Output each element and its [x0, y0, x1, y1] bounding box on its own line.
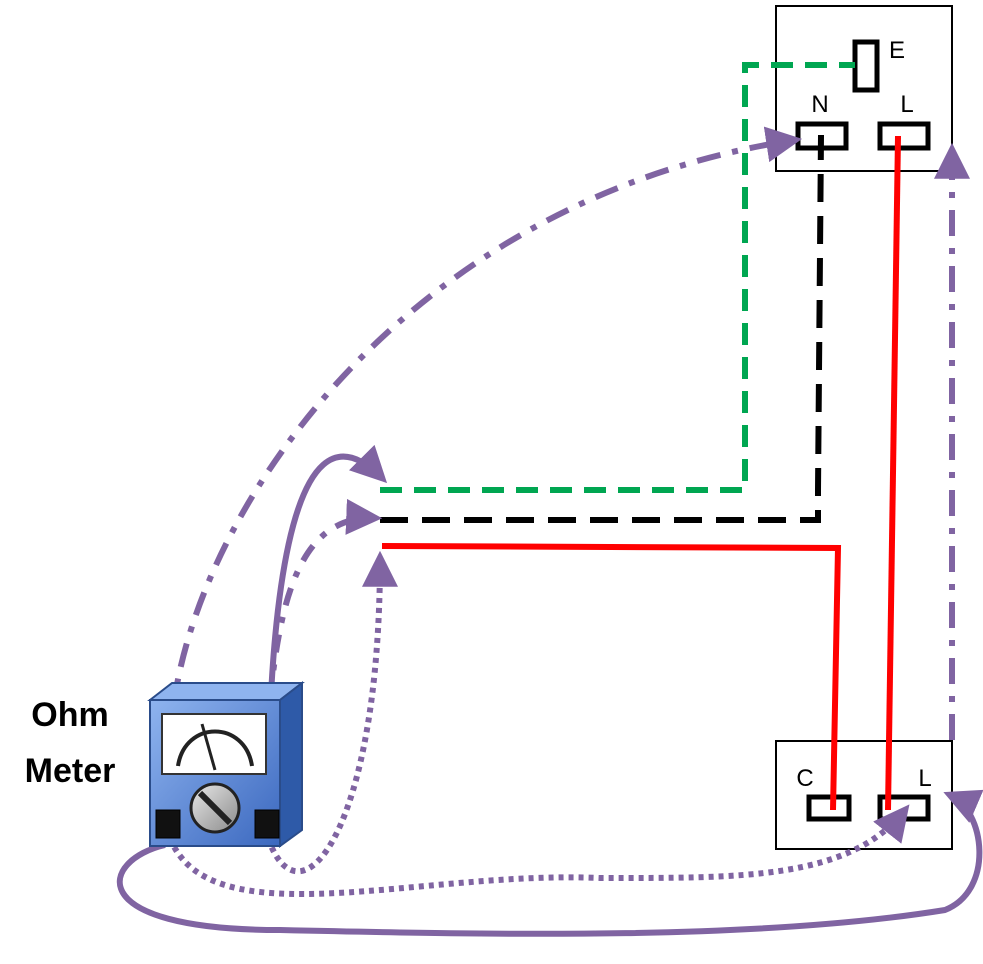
socket-live-terminal	[877, 121, 931, 151]
socket-outlet: E N L	[775, 5, 953, 172]
meter-terminal-right	[254, 809, 280, 839]
neutral-wire	[380, 134, 824, 523]
meter-needle	[200, 723, 217, 771]
meter-top-face	[147, 682, 305, 701]
meter-dial-slot	[197, 790, 233, 826]
meter-label-line2: Meter	[25, 752, 116, 790]
switch-box-group: C L	[775, 740, 953, 850]
meter-terminal-left	[155, 809, 181, 839]
socket-neutral-label: N	[811, 91, 828, 118]
switch-live-label: L	[918, 765, 931, 792]
ohm-meter	[147, 680, 305, 848]
probe-lead-solid-loop	[116, 789, 983, 937]
switch-common-label: C	[796, 765, 813, 792]
meter-label-line1: Ohm	[31, 696, 108, 734]
probe-lead-dashdot-to-neutral	[267, 498, 383, 701]
switch-feed-wire	[381, 543, 842, 811]
meter-scale-arc	[176, 729, 254, 767]
switch-common-terminal	[806, 794, 852, 822]
socket-live-label: L	[900, 91, 913, 118]
live-wire	[885, 135, 901, 811]
socket-earth-label: E	[889, 37, 905, 64]
probe-lead-dashdot-to-socket-neutral	[169, 126, 803, 721]
meter-side-face	[279, 680, 303, 848]
probe-lead-dotted-to-switch-feed	[265, 550, 398, 875]
earth-wire	[380, 62, 855, 493]
probe-lead-dotted-to-switch-live	[167, 804, 910, 898]
socket-earth-terminal	[852, 39, 880, 93]
